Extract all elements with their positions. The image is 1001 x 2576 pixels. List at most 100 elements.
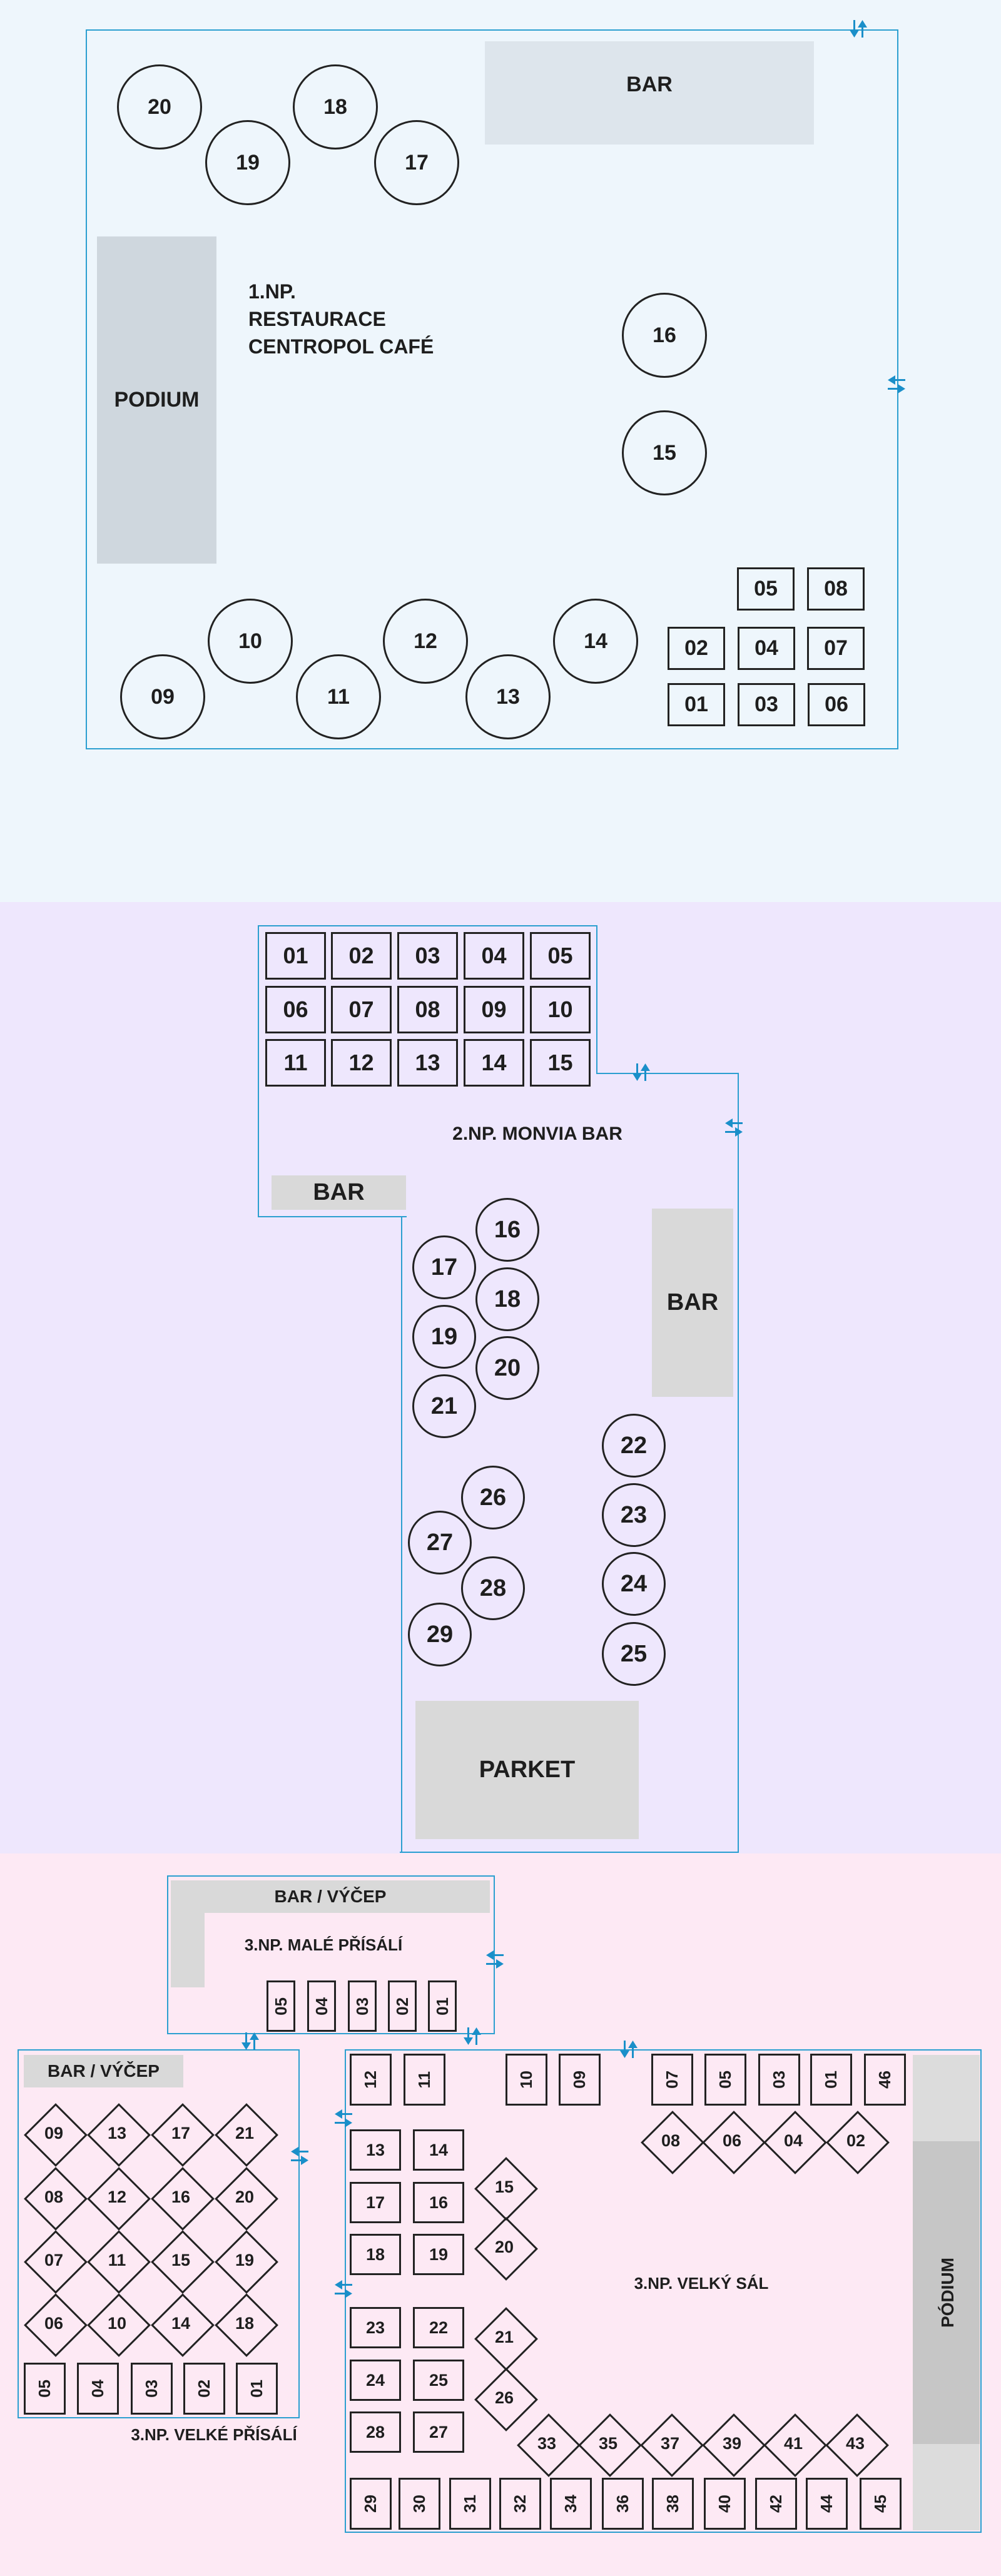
square-table[interactable]: 19 xyxy=(413,2234,464,2275)
round-table[interactable]: 19 xyxy=(412,1305,476,1369)
square-table[interactable]: 17 xyxy=(350,2182,401,2223)
square-table[interactable]: 07 xyxy=(331,986,392,1033)
diamond-table[interactable]: 33 xyxy=(517,2414,576,2473)
diamond-table[interactable]: 04 xyxy=(764,2111,823,2170)
square-table[interactable]: 04 xyxy=(738,627,795,670)
square-table[interactable]: 05 xyxy=(737,567,795,611)
square-table[interactable]: 01 xyxy=(265,932,326,980)
round-table[interactable]: 14 xyxy=(553,599,638,684)
round-table[interactable]: 10 xyxy=(208,599,293,684)
diamond-table[interactable]: 17 xyxy=(151,2104,210,2163)
square-table[interactable]: 01 xyxy=(668,683,725,726)
square-table[interactable]: 02 xyxy=(331,932,392,980)
square-table[interactable]: 24 xyxy=(350,2360,401,2401)
square-table[interactable]: 38 xyxy=(652,2478,694,2530)
square-table[interactable]: 14 xyxy=(413,2129,464,2171)
round-table[interactable]: 16 xyxy=(475,1198,539,1262)
diamond-table[interactable]: 06 xyxy=(703,2111,761,2170)
round-table[interactable]: 13 xyxy=(465,654,551,739)
square-table[interactable]: 01 xyxy=(236,2363,278,2415)
square-table[interactable]: 34 xyxy=(550,2478,592,2530)
diamond-table[interactable]: 02 xyxy=(826,2111,885,2170)
square-table[interactable]: 45 xyxy=(860,2478,902,2530)
diamond-table[interactable]: 20 xyxy=(215,2168,274,2226)
square-table[interactable]: 13 xyxy=(397,1039,458,1087)
square-table[interactable]: 40 xyxy=(704,2478,746,2530)
square-table[interactable]: 03 xyxy=(758,2054,800,2106)
square-table[interactable]: 15 xyxy=(530,1039,591,1087)
square-table[interactable]: 02 xyxy=(183,2363,225,2415)
diamond-table[interactable]: 18 xyxy=(215,2294,274,2353)
round-table[interactable]: 25 xyxy=(602,1622,666,1686)
square-table[interactable]: 31 xyxy=(449,2478,491,2530)
round-table[interactable]: 29 xyxy=(408,1603,472,1666)
round-table[interactable]: 21 xyxy=(412,1374,476,1438)
round-table[interactable]: 19 xyxy=(205,120,290,205)
round-table[interactable]: 17 xyxy=(374,120,459,205)
square-table[interactable]: 06 xyxy=(265,986,326,1033)
diamond-table[interactable]: 15 xyxy=(475,2158,534,2216)
diamond-table[interactable]: 21 xyxy=(215,2104,274,2163)
round-table[interactable]: 18 xyxy=(293,64,378,150)
diamond-table[interactable]: 13 xyxy=(88,2104,146,2163)
square-table[interactable]: 05 xyxy=(24,2363,66,2415)
square-table[interactable]: 04 xyxy=(464,932,524,980)
round-table[interactable]: 11 xyxy=(296,654,381,739)
square-table[interactable]: 25 xyxy=(413,2360,464,2401)
diamond-table[interactable]: 39 xyxy=(703,2414,761,2473)
square-table[interactable]: 29 xyxy=(350,2478,392,2530)
square-table[interactable]: 44 xyxy=(806,2478,848,2530)
square-table[interactable]: 08 xyxy=(807,567,865,611)
round-table[interactable]: 27 xyxy=(408,1511,472,1575)
round-table[interactable]: 26 xyxy=(461,1466,525,1529)
round-table[interactable]: 09 xyxy=(120,654,205,739)
square-table[interactable]: 03 xyxy=(348,1980,377,2032)
diamond-table[interactable]: 07 xyxy=(24,2231,83,2289)
square-table[interactable]: 06 xyxy=(808,683,865,726)
square-table[interactable]: 22 xyxy=(413,2307,464,2348)
diamond-table[interactable]: 06 xyxy=(24,2294,83,2353)
square-table[interactable]: 23 xyxy=(350,2307,401,2348)
square-table[interactable]: 09 xyxy=(464,986,524,1033)
square-table[interactable]: 04 xyxy=(77,2363,119,2415)
diamond-table[interactable]: 19 xyxy=(215,2231,274,2289)
square-table[interactable]: 46 xyxy=(864,2054,906,2106)
square-table[interactable]: 11 xyxy=(265,1039,326,1087)
square-table[interactable]: 01 xyxy=(810,2054,852,2106)
diamond-table[interactable]: 43 xyxy=(826,2414,885,2473)
square-table[interactable]: 30 xyxy=(399,2478,440,2530)
square-table[interactable]: 14 xyxy=(464,1039,524,1087)
square-table[interactable]: 05 xyxy=(704,2054,746,2106)
round-table[interactable]: 20 xyxy=(475,1336,539,1400)
diamond-table[interactable]: 10 xyxy=(88,2294,146,2353)
square-table[interactable]: 02 xyxy=(668,627,725,670)
square-table[interactable]: 42 xyxy=(755,2478,797,2530)
square-table[interactable]: 12 xyxy=(331,1039,392,1087)
square-table[interactable]: 05 xyxy=(267,1980,295,2032)
diamond-table[interactable]: 26 xyxy=(475,2368,534,2427)
round-table[interactable]: 17 xyxy=(412,1235,476,1299)
diamond-table[interactable]: 21 xyxy=(475,2308,534,2366)
diamond-table[interactable]: 16 xyxy=(151,2168,210,2226)
square-table[interactable]: 27 xyxy=(413,2411,464,2453)
square-table[interactable]: 09 xyxy=(559,2054,601,2106)
diamond-table[interactable]: 12 xyxy=(88,2168,146,2226)
diamond-table[interactable]: 37 xyxy=(641,2414,699,2473)
diamond-table[interactable]: 09 xyxy=(24,2104,83,2163)
square-table[interactable]: 07 xyxy=(807,627,865,670)
square-table[interactable]: 16 xyxy=(413,2182,464,2223)
round-table[interactable]: 22 xyxy=(602,1414,666,1478)
diamond-table[interactable]: 11 xyxy=(88,2231,146,2289)
square-table[interactable]: 02 xyxy=(388,1980,417,2032)
square-table[interactable]: 13 xyxy=(350,2129,401,2171)
square-table[interactable]: 05 xyxy=(530,932,591,980)
square-table[interactable]: 10 xyxy=(506,2054,547,2106)
square-table[interactable]: 12 xyxy=(350,2054,392,2106)
round-table[interactable]: 15 xyxy=(622,410,707,495)
square-table[interactable]: 03 xyxy=(131,2363,173,2415)
diamond-table[interactable]: 08 xyxy=(641,2111,700,2170)
diamond-table[interactable]: 15 xyxy=(151,2231,210,2289)
round-table[interactable]: 23 xyxy=(602,1483,666,1547)
square-table[interactable]: 01 xyxy=(428,1980,457,2032)
square-table[interactable]: 03 xyxy=(397,932,458,980)
